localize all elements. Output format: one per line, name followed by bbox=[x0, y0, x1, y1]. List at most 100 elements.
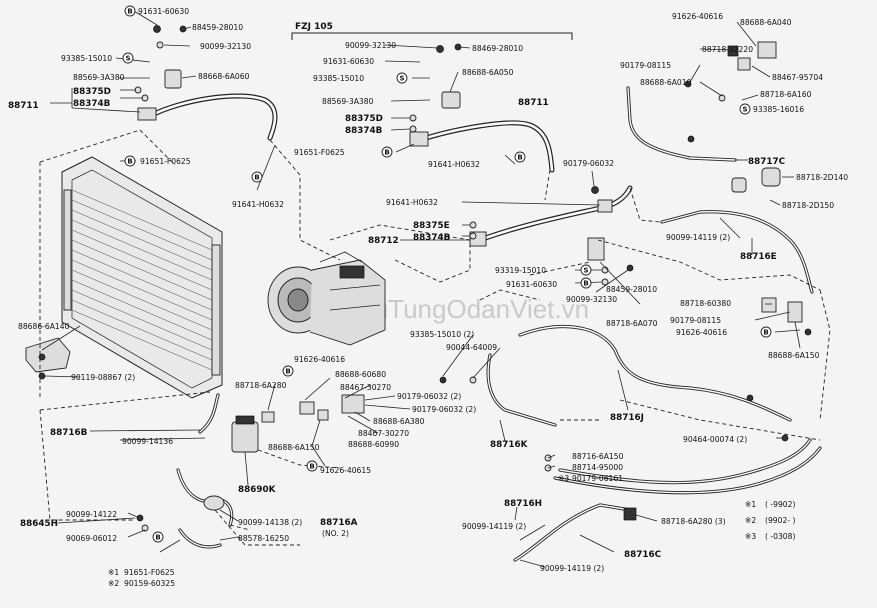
label-90119-08867: 90119-08867 (2) bbox=[71, 373, 135, 382]
tube-88717C bbox=[626, 86, 737, 162]
svg-text:B: B bbox=[254, 174, 259, 182]
svg-text:B: B bbox=[127, 158, 132, 166]
condenser-bracket bbox=[25, 337, 71, 373]
label-91626-40616-b: 91626-40616 bbox=[676, 328, 727, 337]
label-93385-15010-c: 93385-15010 (2) bbox=[410, 330, 474, 339]
label-88714-95000: 88714-95000 bbox=[572, 463, 623, 472]
label-91631-60630-a: 91631-60630 bbox=[138, 7, 189, 16]
footnote-range-2: (9902- ) bbox=[765, 516, 795, 525]
label-88686-6A140: 88686-6A140 bbox=[18, 322, 70, 331]
label-90179-08115-b: 90179-08115 bbox=[670, 316, 721, 325]
tube-88716K bbox=[486, 353, 557, 427]
tube-88716A bbox=[176, 468, 234, 549]
bracket-88668-6A060 bbox=[164, 69, 182, 89]
label-88711-a: 88711 bbox=[8, 101, 39, 111]
label-88688-60680: 88688-60680 bbox=[335, 370, 386, 379]
svg-text:B: B bbox=[285, 368, 290, 376]
clamp-88718-2D140 bbox=[731, 167, 781, 193]
tube-88716C bbox=[513, 503, 632, 562]
label-88668-6A060: 88668-6A060 bbox=[198, 72, 250, 81]
footnote-legend: ※1 ( -9902) ※2 (9902- ) ※3 ( -0308) bbox=[745, 500, 795, 541]
symbols: B S B B S B B S S B B B B B bbox=[122, 5, 772, 543]
label-88711-b: 88711 bbox=[518, 98, 549, 108]
label-88716-6A150: 88716-6A150 bbox=[572, 452, 624, 461]
label-88690K: 88690K bbox=[238, 485, 277, 495]
footnote-mark-3: ※3 bbox=[745, 532, 756, 541]
label-88716A: 88716A bbox=[320, 518, 358, 528]
tube-88716B bbox=[198, 393, 220, 434]
bracket-6A070 bbox=[587, 237, 605, 261]
label-90099-14119-c: 90099-14119 (2) bbox=[540, 564, 604, 573]
label-88718-2D150: 88718-2D150 bbox=[782, 201, 834, 210]
label-footnote-mark-3: ※3 bbox=[558, 474, 569, 483]
bolt-symbol-1: B bbox=[124, 5, 136, 17]
clamp-88718-6A280 bbox=[623, 507, 637, 521]
bolt-symbol-7: B bbox=[760, 326, 772, 338]
block-88688-60990 bbox=[261, 394, 365, 423]
footnote-mark-2: ※2 bbox=[745, 516, 756, 525]
tube-main-right bbox=[553, 438, 822, 495]
screw-symbol-2: S bbox=[396, 72, 408, 84]
label-93385-15010-a: 93385-15010 bbox=[61, 54, 112, 63]
label-88467-30270-b: 88467-30270 bbox=[358, 429, 409, 438]
svg-text:S: S bbox=[125, 55, 130, 63]
label-88688-6A050: 88688-6A050 bbox=[462, 68, 514, 77]
receiver-drier bbox=[231, 415, 259, 453]
svg-text:B: B bbox=[763, 329, 768, 337]
label-90099-14136: 90099-14136 bbox=[122, 437, 173, 446]
label-90099-32130-c: 90099-32130 bbox=[566, 295, 617, 304]
screw-symbol-4: S bbox=[580, 264, 592, 276]
label-90099-14119-b: 90099-14119 (2) bbox=[462, 522, 526, 531]
label-91641-H0632-b: 91641-H0632 bbox=[428, 160, 480, 169]
label-88467-95704: 88467-95704 bbox=[772, 73, 823, 82]
label-88578-16250: 88578-16250 bbox=[238, 534, 289, 543]
label-90179-06161: 90179-06161 bbox=[572, 474, 623, 483]
svg-text:B: B bbox=[155, 534, 160, 542]
screw-symbol-1: S bbox=[122, 52, 134, 64]
bolt-symbol-3: B bbox=[251, 171, 263, 183]
label-88716B: 88716B bbox=[50, 428, 88, 438]
label-91641-H0632-c: 91641-H0632 bbox=[386, 198, 438, 207]
bolt-symbol-8: B bbox=[282, 365, 294, 377]
label-88718-6A280-b: 88718-6A280 (3) bbox=[661, 517, 726, 526]
label-88718-6A160: 88718-6A160 bbox=[760, 90, 812, 99]
label-88469-28010: 88469-28010 bbox=[472, 44, 523, 53]
label-91626-40615: 91626-40615 bbox=[320, 466, 371, 475]
group-header: FZJ 105 bbox=[295, 22, 333, 32]
label-88717C: 88717C bbox=[748, 157, 785, 167]
tube-88716J bbox=[518, 324, 792, 422]
bolt-symbol-5: B bbox=[514, 151, 526, 163]
label-90464-00074: 90464-00074 (2) bbox=[683, 435, 747, 444]
label-91651-F0625-a: 91651-F0625 bbox=[140, 157, 191, 166]
label-90099-14138: 90099-14138 (2) bbox=[238, 518, 302, 527]
label-88459-28010-a: 88459-28010 bbox=[192, 23, 243, 32]
bolt-symbol-9: B bbox=[306, 460, 318, 472]
label-90099-32130-a: 90099-32130 bbox=[200, 42, 251, 51]
label-88718-60380: 88718-60380 bbox=[680, 299, 731, 308]
bracket-right-top bbox=[727, 41, 777, 71]
label-footnote-mark-1-left: ※1 bbox=[108, 568, 119, 577]
label-88718-32220: 88718-32220 bbox=[702, 45, 753, 54]
svg-text:B: B bbox=[309, 463, 314, 471]
label-88716H: 88716H bbox=[504, 499, 542, 509]
label-88718-2D140: 88718-2D140 bbox=[796, 173, 848, 182]
bracket-88688-6A050 bbox=[441, 91, 461, 109]
label-88459-28010-b: 88459-28010 bbox=[606, 285, 657, 294]
label-90069-06012: 90069-06012 bbox=[66, 534, 117, 543]
label-88688-6A150: 88688-6A150 bbox=[768, 351, 820, 360]
svg-text:B: B bbox=[127, 8, 132, 16]
discharge-hose-fzj105 bbox=[409, 120, 555, 173]
condenser bbox=[61, 156, 223, 399]
label-90179-06032-b: 90179-06032 (2) bbox=[397, 392, 461, 401]
footnote-mark-1: ※1 bbox=[745, 500, 756, 509]
label-88716K: 88716K bbox=[490, 440, 529, 450]
label-91631-60630-c: 91631-60630 bbox=[506, 280, 557, 289]
label-88375D-b: 88375D bbox=[345, 114, 383, 124]
dashed-outlines bbox=[39, 129, 831, 546]
label-93319-15010: 93319-15010 bbox=[495, 266, 546, 275]
label-88375E: 88375E bbox=[413, 221, 450, 231]
bolt-symbol-2: B bbox=[124, 155, 136, 167]
compressor bbox=[267, 251, 386, 346]
bolt-symbol-4: B bbox=[381, 146, 393, 158]
